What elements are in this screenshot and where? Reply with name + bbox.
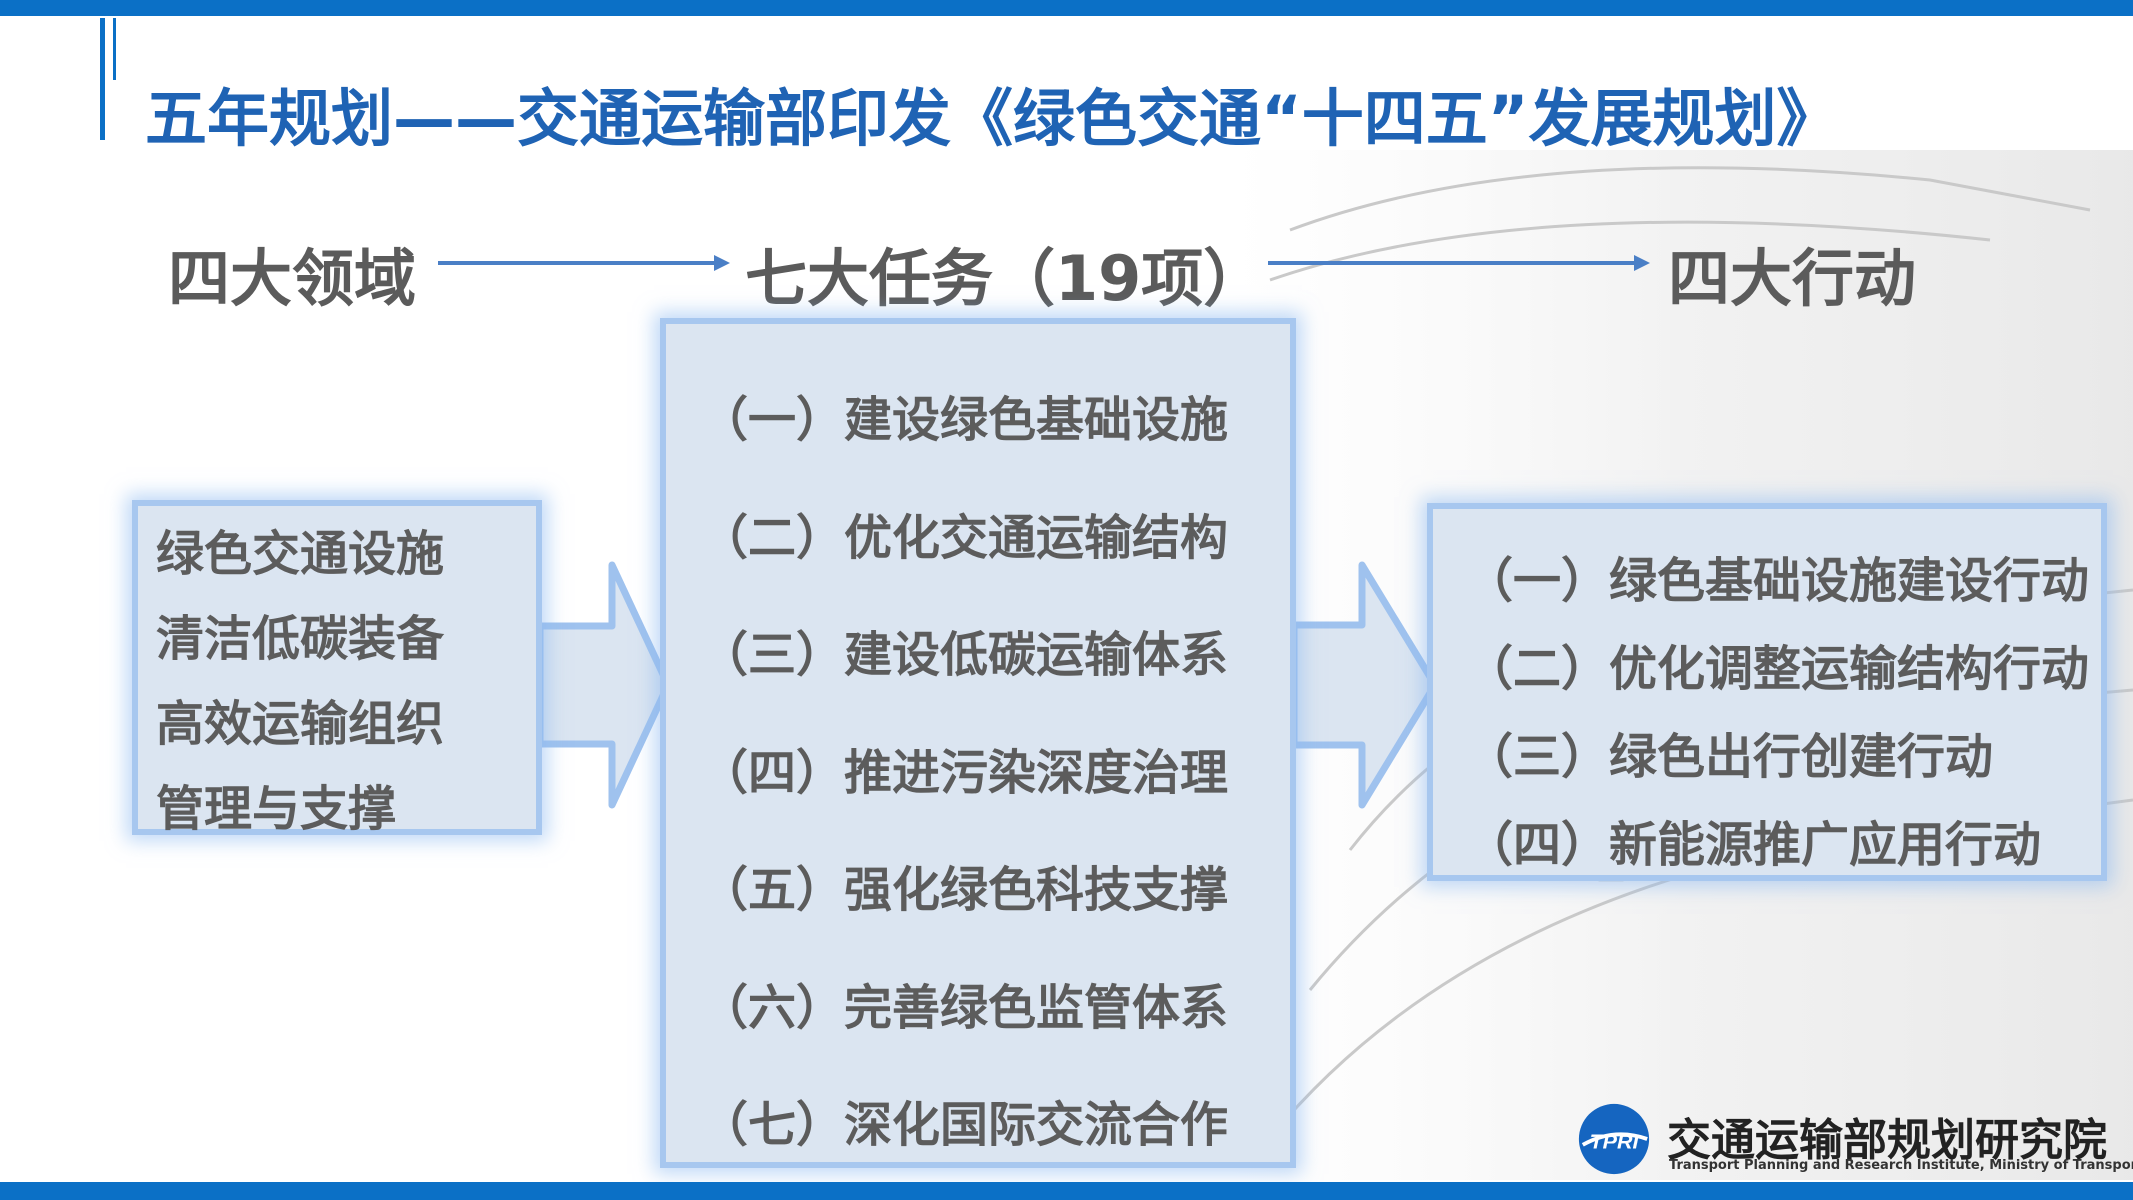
action-item: （三）绿色出行创建行动	[1465, 729, 1994, 785]
task-item: （五）强化绿色科技支撑	[700, 862, 1229, 918]
institute-logo: TPRI 交通运输部规划研究院 Transport Planning and R…	[1575, 1100, 2133, 1180]
header-seven-tasks: 七大任务（19项）	[745, 242, 1266, 315]
action-item: （二）优化调整运输结构行动	[1465, 641, 2090, 697]
area-item: 管理与支撑	[156, 781, 397, 837]
area-item: 高效运输组织	[156, 696, 445, 752]
area-item: 绿色交通设施	[156, 526, 445, 582]
emblem-text: TPRI	[1590, 1130, 1640, 1154]
task-item: （二）优化交通运输结构	[700, 509, 1229, 566]
task-item: （三）建设低碳运输体系	[700, 627, 1229, 683]
title-accent-bar	[100, 18, 105, 140]
top-band	[0, 0, 2133, 16]
task-item: （一）建设绿色基础设施	[700, 392, 1229, 448]
area-item: 清洁低碳装备	[156, 611, 445, 667]
actions-box: （一）绿色基础设施建设行动 （二）优化调整运输结构行动 （三）绿色出行创建行动 …	[1427, 503, 2107, 881]
block-arrow-1	[536, 561, 672, 809]
action-item: （四）新能源推广应用行动	[1465, 817, 2042, 873]
areas-box: 绿色交通设施 清洁低碳装备 高效运输组织 管理与支撑	[132, 500, 542, 837]
title-accent-bar-thin	[113, 18, 116, 80]
header-arrow-1	[438, 255, 730, 271]
task-item: （七）深化国际交流合作	[700, 1097, 1229, 1153]
institute-emblem-icon: TPRI	[1578, 1103, 1650, 1175]
task-item: （六）完善绿色监管体系	[700, 979, 1229, 1036]
bottom-band	[0, 1182, 2133, 1200]
header-four-actions: 四大行动	[1668, 242, 1917, 315]
block-arrow-2	[1290, 561, 1439, 809]
institute-name-en: Transport Planning and Research Institut…	[1669, 1158, 2133, 1173]
institute-name-cn: 交通运输部规划研究院	[1667, 1115, 2107, 1166]
page-title: 五年规划——交通运输部印发《绿色交通“十四五”发展规划》	[145, 82, 1839, 155]
task-item: （四）推进污染深度治理	[700, 744, 1229, 801]
tasks-box: （一）建设绿色基础设施 （二）优化交通运输结构 （三）建设低碳运输体系 （四）推…	[660, 318, 1296, 1168]
header-arrow-2	[1268, 255, 1650, 271]
action-item: （一）绿色基础设施建设行动	[1465, 553, 2090, 609]
header-four-areas: 四大领域	[168, 242, 417, 315]
